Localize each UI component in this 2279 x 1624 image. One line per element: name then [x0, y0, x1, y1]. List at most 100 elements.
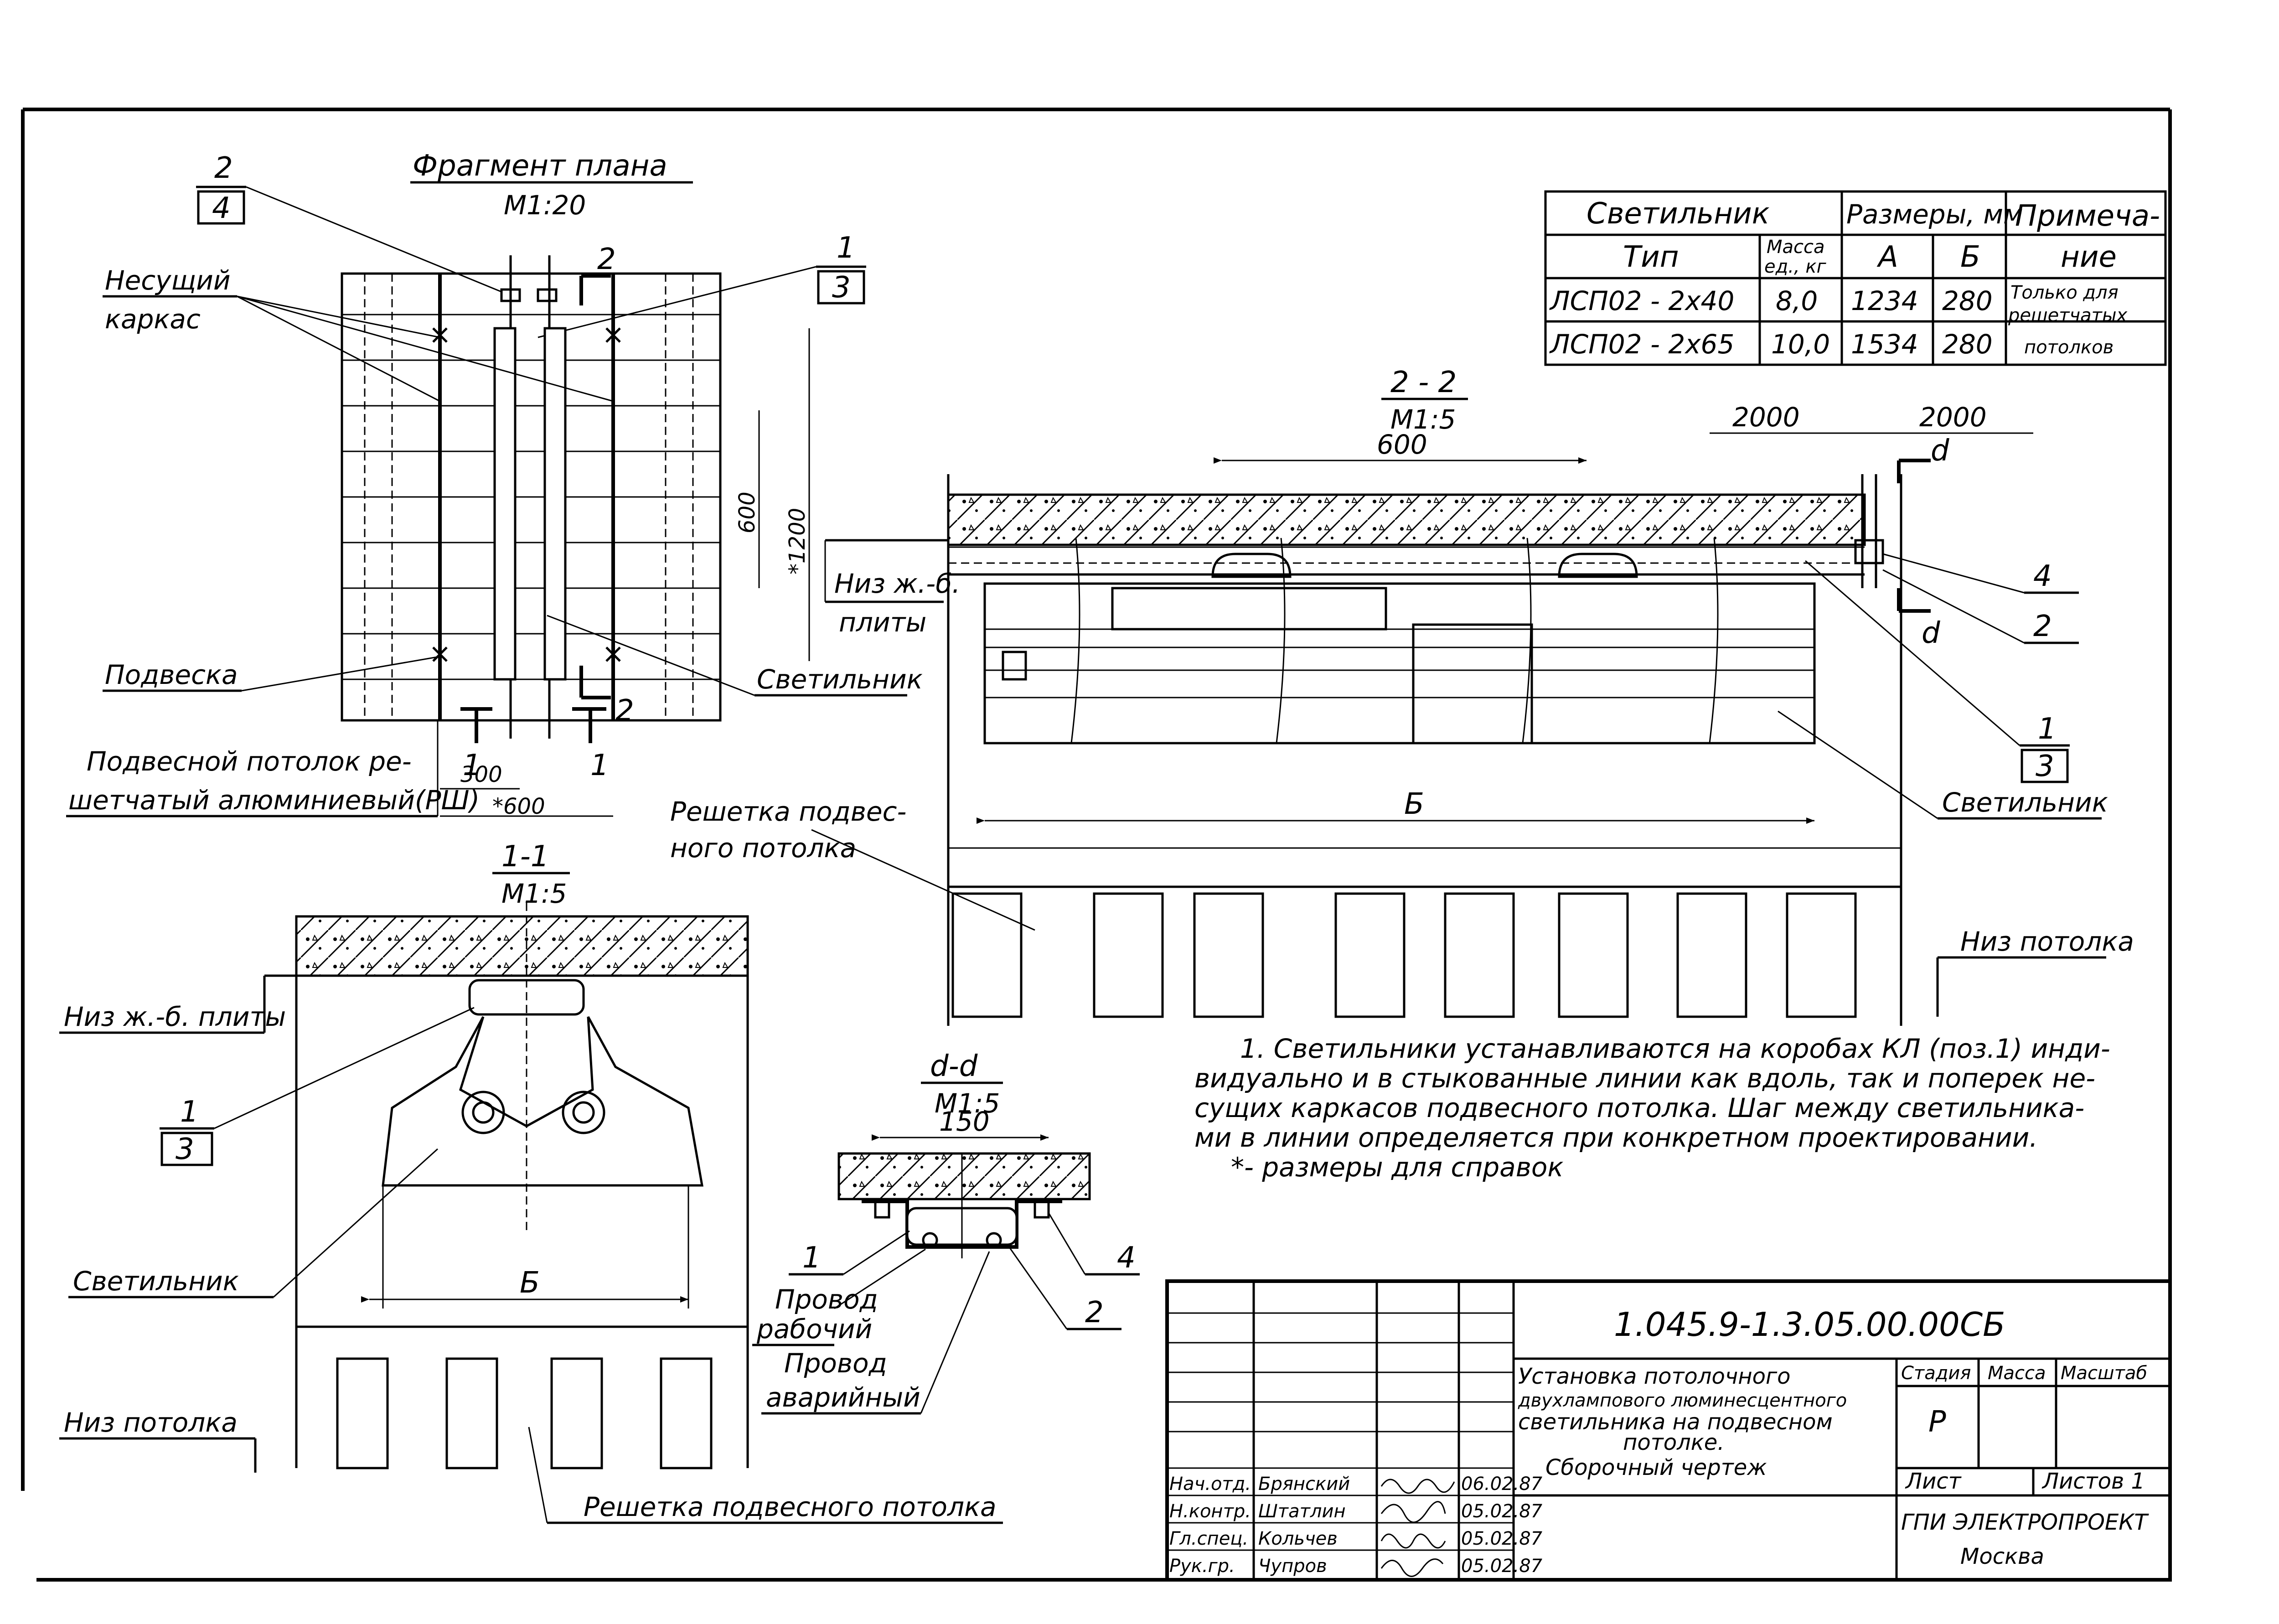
sec22-ref-1: 1 [2038, 712, 2057, 746]
sec22-ref-3: 3 [2036, 750, 2054, 783]
plan-ref-4: 4 [212, 191, 231, 225]
table-row-1-type: ЛСП02 - 2х40 [1549, 285, 1734, 316]
table-h-a: А [1876, 240, 1898, 274]
sec22-dim-600: 600 [1377, 429, 1427, 460]
lamp-table: Светильник Размеры, мм Примеча- ние Тип … [1544, 190, 2167, 366]
label-ceiling-1: Подвесной потолок ре- [87, 746, 412, 777]
section-1-1: 1-1 М1:5 Б Низ ж.-б. плиты [59, 840, 1003, 1524]
sec22-dim-2000b: 2000 [1919, 402, 1987, 433]
table-note-2: решетчатых [2008, 305, 2128, 326]
secdd-wire-work-2: рабочий [756, 1314, 872, 1345]
table-row-2-mass: 10,0 [1771, 329, 1830, 360]
plan-scale: М1:20 [504, 190, 586, 221]
secdd-dim-150: 150 [939, 1106, 990, 1137]
sec22-label-slab-1: Низ ж.-б. [834, 568, 960, 599]
stamp-name-5: Сборочный чертеж [1545, 1455, 1767, 1480]
stamp-code: 1.045.9-1.3.05.00.00СБ [1614, 1305, 2005, 1344]
sec22-scale: М1:5 [1390, 404, 1456, 435]
stamp-h-scale: Масштаб [2061, 1363, 2147, 1384]
label-carcass-2: каркас [105, 304, 201, 335]
stamp-role-2: Н.контр. [1169, 1501, 1251, 1522]
stamp-person-2: Штатлин [1258, 1501, 1346, 1522]
stamp-sheets: Листов 1 [2041, 1469, 2145, 1494]
sec22-dim-b: Б [1404, 787, 1424, 821]
secdd-ref-1: 1 [802, 1241, 821, 1275]
stamp-name-2: двухлампового люминесцентного [1518, 1390, 1847, 1411]
notes: 1. Светильники устанавливаются на короба… [1194, 1033, 2110, 1183]
table-row-2-a: 1534 [1851, 329, 1918, 360]
stamp-date-3: 05.02.87 [1461, 1528, 1543, 1549]
stamp-date-1: 06.02.87 [1461, 1474, 1543, 1495]
sec11-title: 1-1 [501, 840, 549, 874]
stamp-stage: Р [1928, 1405, 1946, 1439]
plan-cut-1-left: 1 [463, 749, 481, 782]
table-h-note-1: Примеча- [2015, 199, 2160, 233]
plan-cut-2-top: 2 [597, 243, 616, 276]
sec22-label-lamp: Светильник [1942, 787, 2108, 818]
secdd-wire-emerg-2: аварийный [766, 1382, 920, 1413]
sec11-ref-3: 3 [176, 1133, 194, 1166]
sec11-label-slab: Низ ж.-б. плиты [64, 1001, 286, 1032]
plan-title: Фрагмент плана [413, 149, 667, 183]
stamp-person-4: Чупров [1258, 1556, 1327, 1577]
note-line-3: сущих каркасов подвесного потолка. Шаг м… [1194, 1092, 2084, 1123]
secdd-wire-emerg-1: Провод [784, 1348, 887, 1379]
stamp-h-stage: Стадия [1901, 1363, 1971, 1384]
dim-plan-300: 300 [460, 762, 502, 787]
plan-ref-3: 3 [832, 271, 851, 305]
secdd-title: d-d [930, 1050, 978, 1083]
table-row-1-b: 280 [1942, 285, 1993, 316]
stamp-role-3: Гл.спец. [1169, 1528, 1248, 1549]
dim-plan-600: 600 [734, 491, 760, 533]
note-line-2: видуально и в стыкованные линии как вдол… [1194, 1063, 2095, 1094]
sec22-label-grid-2: ного потолка [670, 833, 856, 864]
sec22-cut-d-top: d [1931, 434, 1949, 468]
sec22-ref-2: 2 [2033, 610, 2052, 643]
secdd-scale: М1:5 [935, 1088, 1000, 1119]
table-h-sizes: Размеры, мм [1846, 199, 2023, 230]
sec11-dim-b: Б [520, 1266, 540, 1300]
sec22-label-slab-2: плиты [839, 607, 926, 638]
plan-cut-2-bottom: 2 [615, 694, 634, 728]
stamp-role-1: Нач.отд. [1169, 1474, 1251, 1495]
stamp-role-4: Рук.гр. [1169, 1556, 1235, 1577]
sec11-label-grid: Решетка подвесного потолка [584, 1491, 997, 1522]
table-row-1-mass: 8,0 [1776, 285, 1818, 316]
note-line-5: *- размеры для справок [1231, 1152, 1563, 1183]
sec11-label-ceiling: Низ потолка [64, 1407, 238, 1438]
table-note-3: потолков [2024, 337, 2114, 358]
plan-ref-2: 2 [214, 151, 233, 185]
table-row-2-b: 280 [1942, 329, 1993, 360]
table-row-2-type: ЛСП02 - 2х65 [1549, 329, 1734, 360]
table-h-mass-1: Масса [1767, 237, 1825, 258]
sec22-title: 2 - 2 [1390, 366, 1457, 399]
secdd-ref-4: 4 [1117, 1241, 1136, 1275]
table-row-1-a: 1234 [1851, 285, 1918, 316]
sec22-label-ceiling: Низ потолка [1960, 926, 2134, 957]
table-h-type: Тип [1623, 240, 1679, 274]
table-h-b: Б [1960, 240, 1980, 274]
label-lamp-plan: Светильник [757, 664, 923, 695]
plan-fragment: Фрагмент плана М1:20 2 4 1 3 [66, 149, 923, 819]
secdd-ref-2: 2 [1085, 1296, 1104, 1329]
stamp-sheet: Лист [1905, 1469, 1962, 1494]
section-d-d: d-d М1:5 150 1 4 2 Провод рабочий Провод… [752, 1050, 1140, 1415]
table-h-note-2: ние [2061, 240, 2117, 274]
label-carcass-1: Несущий [105, 265, 231, 296]
label-hanger: Подвеска [105, 659, 238, 690]
dim-plan-1200: *1200 [785, 508, 810, 574]
stamp-name-1: Установка потолочного [1518, 1364, 1791, 1389]
stamp-date-2: 05.02.87 [1461, 1501, 1543, 1522]
stamp-date-4: 05.02.87 [1461, 1556, 1543, 1577]
stamp-person-3: Кольчев [1258, 1528, 1338, 1549]
sec11-scale: М1:5 [501, 878, 567, 909]
plan-ref-1: 1 [837, 231, 855, 265]
table-note-1: Только для [2010, 282, 2119, 303]
stamp-org-2: Москва [1960, 1544, 2044, 1569]
stamp-h-mass: Масса [1988, 1363, 2046, 1384]
sec22-ref-4: 4 [2033, 559, 2052, 593]
plan-cut-1-right: 1 [590, 749, 609, 782]
sec22-cut-d-bottom: d [1922, 616, 1940, 650]
sec11-ref-1: 1 [180, 1095, 199, 1129]
